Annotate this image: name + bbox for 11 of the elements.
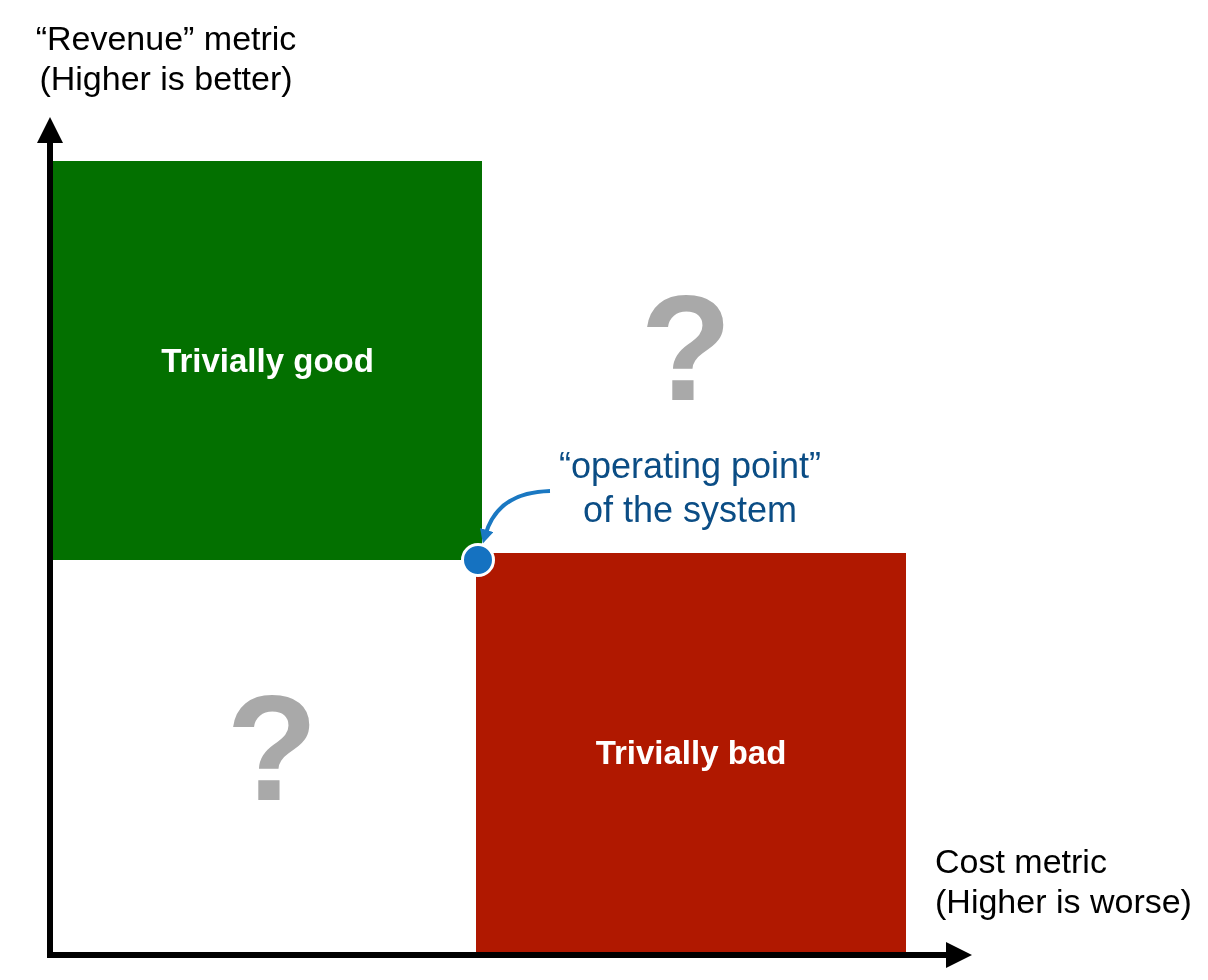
quadrant-box — [476, 553, 906, 952]
axis-label: Cost metric (Higher is worse) — [935, 841, 1193, 921]
quadrant-label: Trivially good — [161, 341, 374, 380]
question-mark: ? — [226, 688, 318, 808]
quadrant-box — [53, 161, 482, 560]
quadrant-label: Trivially bad — [595, 733, 787, 772]
dot-icon — [461, 543, 495, 577]
question-mark: ? — [640, 288, 732, 408]
leader-arrow — [480, 488, 551, 544]
callout-text: “operating point” of the system — [550, 444, 830, 532]
axis-label: “Revenue” metric (Higher is better) — [34, 18, 298, 98]
